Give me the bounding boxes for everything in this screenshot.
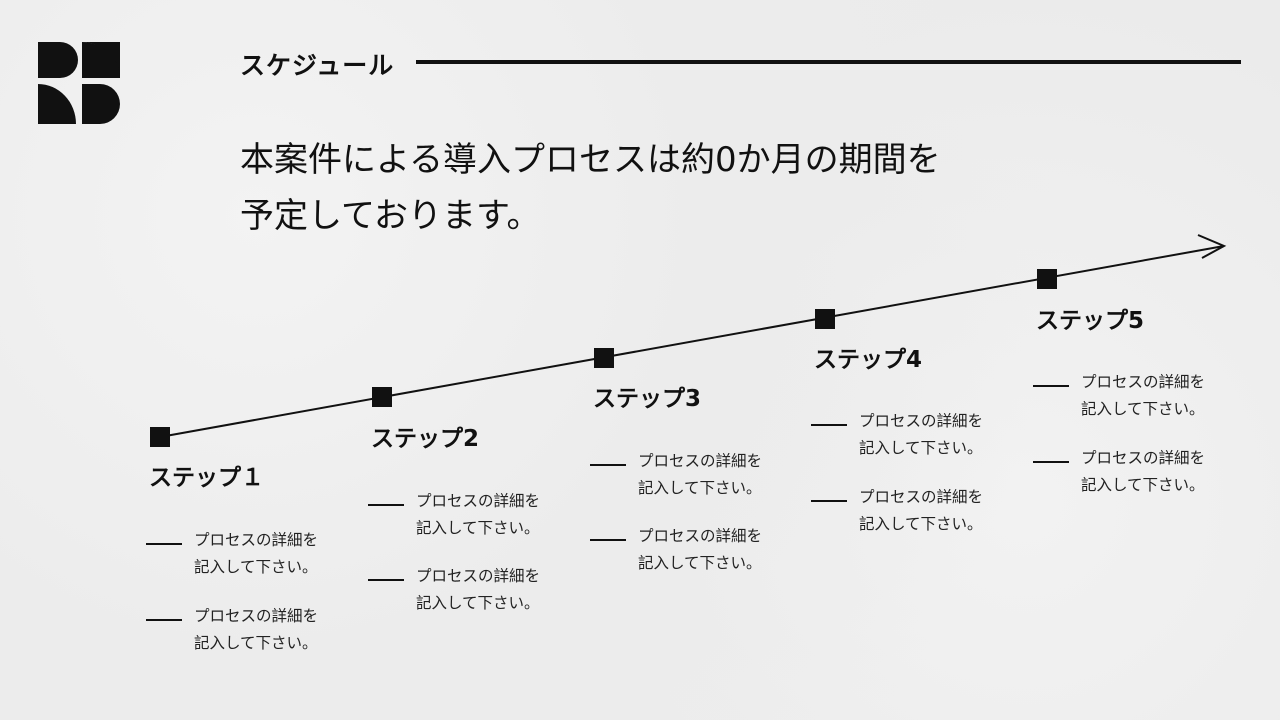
detail-dash <box>368 579 404 581</box>
detail-text: プロセスの詳細を 記入して下さい。 <box>194 607 319 652</box>
step-2-detail-1: プロセスの詳細を 記入して下さい。 <box>368 492 568 556</box>
step-3-detail-1: プロセスの詳細を 記入して下さい。 <box>590 452 790 516</box>
headline-line-2: 予定しております。 <box>240 196 541 236</box>
step-3-label: ステップ3 <box>593 386 702 412</box>
detail-dash <box>1033 385 1069 387</box>
headline: 本案件による導入プロセスは約0か月の期間を 予定しております。 <box>240 132 1060 244</box>
detail-dash <box>146 619 182 621</box>
detail-text: プロセスの詳細を 記入して下さい。 <box>416 492 541 537</box>
brand-logo <box>38 42 120 124</box>
timeline-arrowhead <box>1197 234 1227 259</box>
step-4-marker <box>815 309 835 329</box>
detail-text: プロセスの詳細を 記入して下さい。 <box>638 452 763 497</box>
detail-text: プロセスの詳細を 記入して下さい。 <box>859 488 984 533</box>
title-divider <box>416 60 1241 64</box>
step-5-marker <box>1037 269 1057 289</box>
step-1-detail-2: プロセスの詳細を 記入して下さい。 <box>146 607 346 671</box>
detail-text: プロセスの詳細を 記入して下さい。 <box>194 531 319 576</box>
step-5-label: ステップ5 <box>1036 308 1145 334</box>
step-1-label: ステップ１ <box>149 465 264 491</box>
step-3-detail-2: プロセスの詳細を 記入して下さい。 <box>590 527 790 591</box>
detail-dash <box>811 424 847 426</box>
step-1-detail-1: プロセスの詳細を 記入して下さい。 <box>146 531 346 595</box>
section-title: スケジュール <box>240 51 395 80</box>
detail-dash <box>590 539 626 541</box>
headline-line-1: 本案件による導入プロセスは約0か月の期間を <box>240 140 941 180</box>
detail-text: プロセスの詳細を 記入して下さい。 <box>859 412 984 457</box>
detail-dash <box>811 500 847 502</box>
detail-dash <box>1033 461 1069 463</box>
step-4-label: ステップ4 <box>814 347 923 373</box>
step-2-marker <box>372 387 392 407</box>
step-2-label: ステップ2 <box>371 426 480 452</box>
step-5-detail-2: プロセスの詳細を 記入して下さい。 <box>1033 449 1233 513</box>
detail-dash <box>146 543 182 545</box>
step-5-detail-1: プロセスの詳細を 記入して下さい。 <box>1033 373 1233 437</box>
detail-dash <box>590 464 626 466</box>
detail-text: プロセスの詳細を 記入して下さい。 <box>1081 373 1206 418</box>
detail-dash <box>368 504 404 506</box>
detail-text: プロセスの詳細を 記入して下さい。 <box>638 527 763 572</box>
step-4-detail-1: プロセスの詳細を 記入して下さい。 <box>811 412 1011 476</box>
detail-text: プロセスの詳細を 記入して下さい。 <box>416 567 541 612</box>
step-4-detail-2: プロセスの詳細を 記入して下さい。 <box>811 488 1011 552</box>
step-2-detail-2: プロセスの詳細を 記入して下さい。 <box>368 567 568 631</box>
detail-text: プロセスの詳細を 記入して下さい。 <box>1081 449 1206 494</box>
step-3-marker <box>594 348 614 368</box>
step-1-marker <box>150 427 170 447</box>
